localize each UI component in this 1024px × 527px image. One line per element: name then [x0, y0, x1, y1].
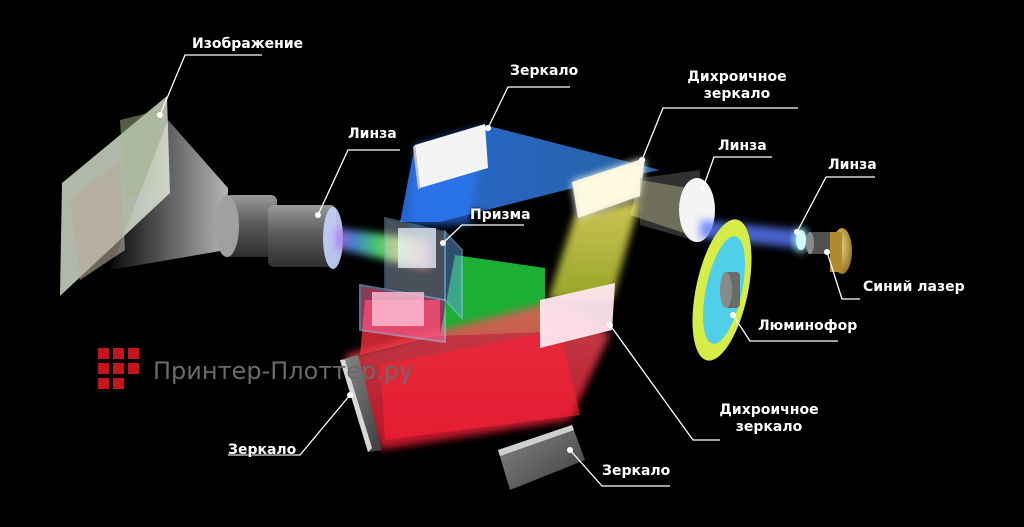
blue-laser [806, 228, 852, 274]
label-mirror-left: Зеркало [228, 442, 297, 458]
mirror-left [340, 355, 382, 452]
label-blue-laser: Синий лазер [863, 279, 965, 295]
label-lens-right: Линза [718, 138, 767, 154]
prism [359, 216, 463, 344]
label-mirror-bottom: Зеркало [602, 463, 671, 479]
watermark-logo-icon [98, 348, 139, 389]
main-lens [215, 195, 343, 269]
label-dichroic-bottom: Дихроичное зеркало [719, 402, 819, 435]
dichroic-mirror-bottom [540, 283, 615, 348]
label-lens-main: Линза [348, 126, 397, 142]
dichroic-mirror-top [572, 158, 645, 218]
label-lens-laser: Линза [828, 157, 877, 173]
label-prism: Призма [470, 207, 531, 223]
label-phosphor: Люминофор [758, 318, 858, 334]
watermark-text: Принтер-Плоттер.ру [153, 357, 414, 385]
label-dichroic-top: Дихроичное зеркало [687, 69, 787, 102]
projection-beam [110, 120, 228, 270]
label-mirror-top: Зеркало [510, 63, 579, 79]
mirror-top [413, 124, 488, 190]
mirror-bottom [498, 425, 585, 490]
leader-lines [159, 54, 875, 487]
leader-dots [157, 112, 830, 453]
label-image: Изображение [192, 36, 304, 52]
